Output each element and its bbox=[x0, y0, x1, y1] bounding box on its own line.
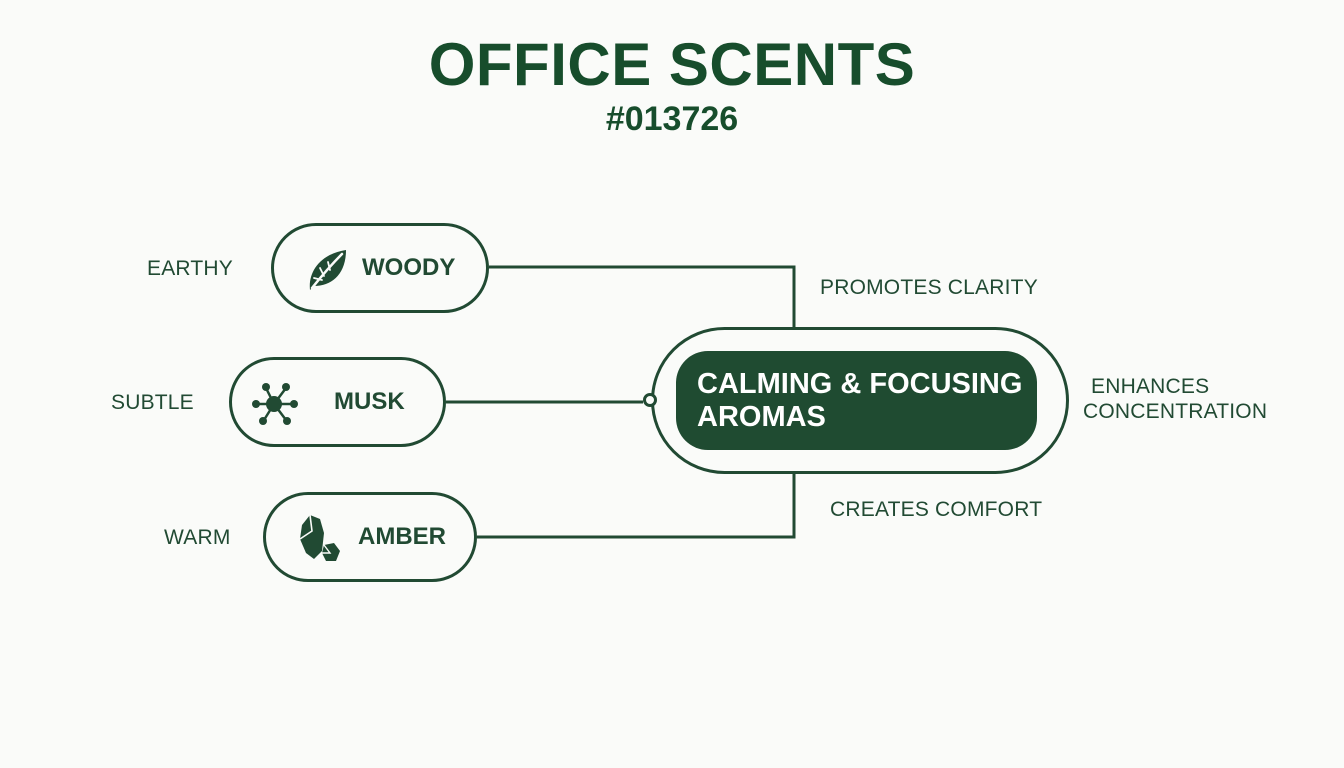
center-label-line-2: AROMAS bbox=[697, 401, 826, 433]
leaf-icon bbox=[302, 246, 350, 294]
benefit-enhances-line-2: CONCENTRATION bbox=[1083, 400, 1268, 423]
descriptor-subtle: SUBTLE bbox=[111, 391, 194, 414]
molecule-icon bbox=[248, 380, 298, 428]
scent-node-woody: WOODY bbox=[271, 223, 489, 313]
benefit-creates-comfort: CREATES COMFORT bbox=[830, 498, 1043, 521]
center-label-line-1: CALMING & FOCUSING bbox=[697, 368, 1023, 400]
benefit-enhances-line-1: ENHANCES bbox=[1091, 375, 1210, 398]
page-subtitle: #013726 bbox=[605, 100, 739, 138]
scent-label-amber: AMBER bbox=[358, 523, 446, 550]
center-node: CALMING & FOCUSING AROMAS bbox=[676, 351, 1037, 450]
descriptor-warm: WARM bbox=[164, 526, 231, 549]
crystal-icon bbox=[294, 511, 342, 561]
connector-joint-dot bbox=[643, 393, 657, 407]
scent-node-amber: AMBER bbox=[263, 492, 477, 582]
scent-label-woody: WOODY bbox=[362, 254, 456, 281]
benefit-enhances-concentration: ENHANCES CONCENTRATION bbox=[1083, 374, 1267, 424]
connector-amber bbox=[477, 474, 796, 539]
benefit-promotes-clarity: PROMOTES CLARITY bbox=[820, 276, 1038, 299]
descriptor-earthy: EARTHY bbox=[147, 257, 233, 280]
page-title: OFFICE SCENTS bbox=[428, 31, 916, 98]
scent-label-musk: MUSK bbox=[334, 388, 405, 415]
connector-woody bbox=[489, 265, 796, 327]
scent-node-musk: MUSK bbox=[229, 357, 446, 447]
